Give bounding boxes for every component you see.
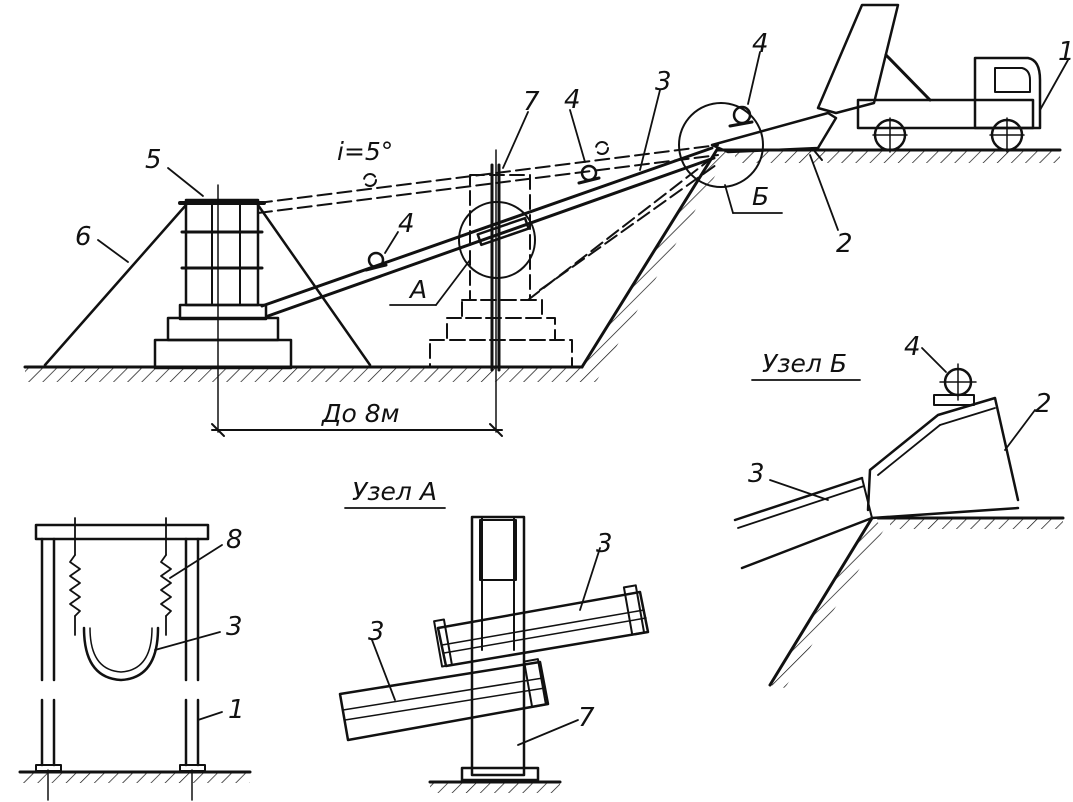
vibrator-icon xyxy=(933,363,977,406)
section-detail: 8 3 1 xyxy=(18,517,252,801)
node-a-detail: Узел А 3 3 7 xyxy=(338,477,650,793)
callout-hopper: 2 xyxy=(1035,389,1052,419)
callout-vibrator: 4 xyxy=(398,209,415,239)
dimension-line xyxy=(211,423,503,437)
support-dashed xyxy=(429,157,717,368)
main-drawing: 5 6 7 4 3 4 1 2 4 i=5° А Б До 8м xyxy=(23,3,1073,437)
callout-form: 5 xyxy=(145,145,162,175)
slope-label: i=5° xyxy=(337,137,393,166)
node-a-circle xyxy=(458,201,536,279)
callout-guy-rope: 6 xyxy=(75,222,92,252)
ground-right xyxy=(716,148,1062,163)
callout-chute: 3 xyxy=(655,67,672,97)
callout-chute: 3 xyxy=(748,459,765,489)
callout-post: 1 xyxy=(228,695,245,725)
node-b-ground xyxy=(768,516,1065,688)
callout-chute: 3 xyxy=(368,617,385,647)
hopper xyxy=(710,111,838,161)
dump-truck xyxy=(816,3,1042,153)
chute-main xyxy=(260,146,716,318)
callout-vibrator: 4 xyxy=(904,332,921,362)
node-b-title: Узел Б xyxy=(762,349,847,378)
callout-truck: 1 xyxy=(1058,37,1073,67)
callout-spring: 8 xyxy=(226,525,243,555)
vibrator-dashed-icon xyxy=(363,141,609,187)
node-b-detail: Узел Б 4 2 3 xyxy=(733,332,1065,688)
callout-vibrator: 4 xyxy=(752,29,769,59)
guy-ropes xyxy=(43,203,372,367)
column-form xyxy=(153,184,293,433)
callout-chute: 3 xyxy=(226,612,243,642)
vibrator-icon xyxy=(728,105,754,128)
vibrator-icon xyxy=(577,164,601,185)
callout-column: 7 xyxy=(578,703,595,733)
vibrator-icon xyxy=(364,251,388,272)
node-a-title: Узел А xyxy=(352,477,437,506)
leader-lines xyxy=(97,51,1069,306)
node-b-chute xyxy=(733,476,874,570)
support-column xyxy=(490,149,501,433)
callout-vibrator: 4 xyxy=(564,85,581,115)
callout-hopper: 2 xyxy=(836,229,853,259)
callout-chute: 3 xyxy=(596,529,613,559)
callout-column: 7 xyxy=(523,87,540,117)
node-a-marker: А xyxy=(408,275,427,304)
pit-slope xyxy=(580,146,730,382)
node-a-upper-chute xyxy=(433,584,650,668)
node-b-marker: Б xyxy=(752,182,769,211)
node-a-lower-chute xyxy=(338,658,550,742)
distance-label: До 8м xyxy=(321,399,400,428)
node-b-circle xyxy=(678,102,764,188)
node-b-hopper xyxy=(866,396,1020,520)
